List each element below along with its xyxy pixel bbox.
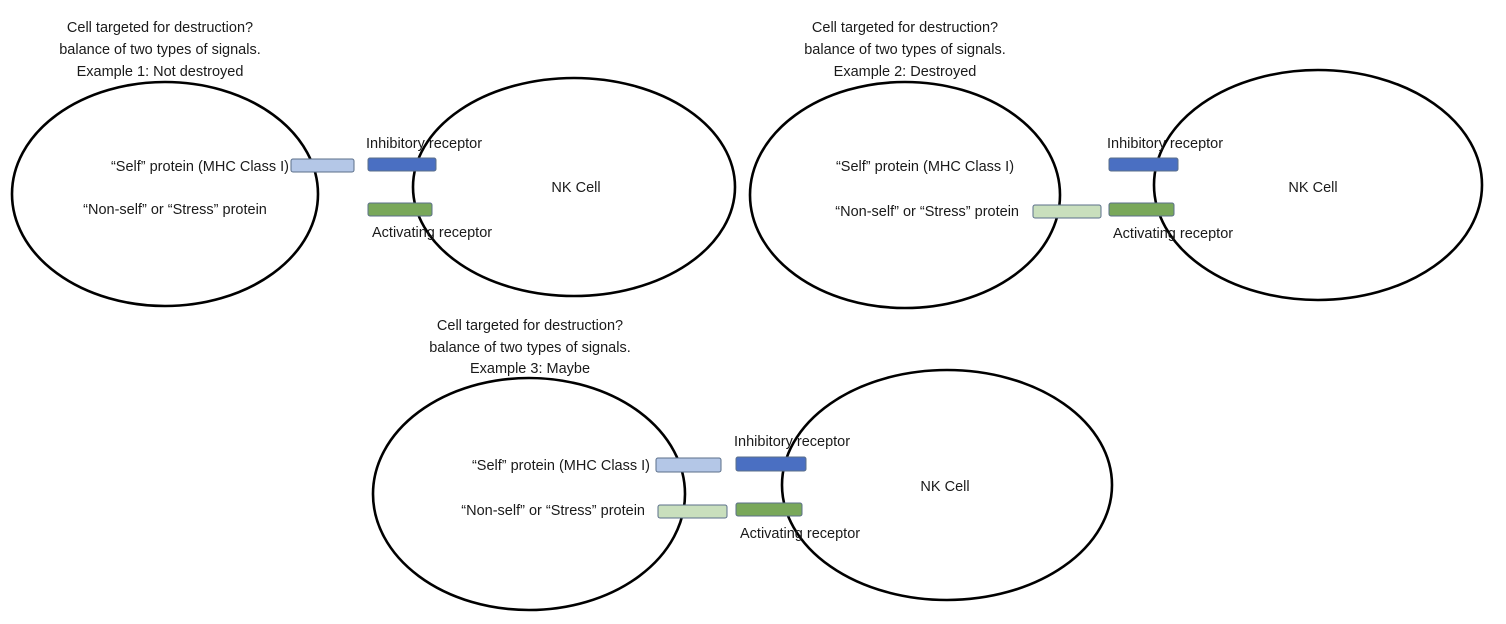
target-cell bbox=[748, 80, 1062, 310]
nonself-protein-bar bbox=[657, 504, 728, 519]
example-2-title-line-1: Cell targeted for destruction? bbox=[812, 20, 998, 36]
example-1-title-line-2: balance of two types of signals. bbox=[59, 42, 261, 58]
self-protein-bar bbox=[655, 457, 722, 473]
nonself-protein-bar bbox=[1032, 204, 1102, 219]
example-1-title-line-1: Cell targeted for destruction? bbox=[67, 20, 253, 36]
example-3-title-line-3: Example 3: Maybe bbox=[470, 361, 590, 377]
activating-receptor-bar bbox=[367, 202, 433, 217]
example-2-title-line-2: balance of two types of signals. bbox=[804, 42, 1006, 58]
target-cell bbox=[10, 80, 320, 308]
activating-receptor-label: Activating receptor bbox=[1113, 226, 1233, 242]
nk-cell bbox=[1152, 68, 1484, 302]
nonself-protein-label: “Non-self” or “Stress” protein bbox=[83, 202, 267, 218]
inhibitory-receptor-bar bbox=[735, 456, 807, 472]
self-protein-bar bbox=[290, 158, 355, 173]
nk-cell-label: NK Cell bbox=[920, 479, 969, 495]
nk-cell-label: NK Cell bbox=[551, 180, 600, 196]
example-3-title-line-2: balance of two types of signals. bbox=[429, 340, 631, 356]
nk-cell bbox=[780, 368, 1114, 602]
activating-receptor-bar bbox=[735, 502, 803, 517]
inhibitory-receptor-label: Inhibitory receptor bbox=[1107, 136, 1223, 152]
nk-cell-label: NK Cell bbox=[1288, 180, 1337, 196]
self-protein-label: “Self” protein (MHC Class I) bbox=[836, 159, 1014, 175]
example-3-title-line-1: Cell targeted for destruction? bbox=[437, 318, 623, 334]
example-2-title-line-3: Example 2: Destroyed bbox=[834, 64, 977, 80]
inhibitory-receptor-bar bbox=[1108, 157, 1179, 172]
example-3: Cell targeted for destruction? balance o… bbox=[371, 318, 1114, 612]
activating-receptor-label: Activating receptor bbox=[740, 526, 860, 542]
nk-cell bbox=[411, 76, 737, 298]
nonself-protein-label: “Non-self” or “Stress” protein bbox=[835, 204, 1019, 220]
self-protein-label: “Self” protein (MHC Class I) bbox=[111, 159, 289, 175]
example-1-title-line-3: Example 1: Not destroyed bbox=[77, 64, 244, 80]
inhibitory-receptor-label: Inhibitory receptor bbox=[734, 434, 850, 450]
inhibitory-receptor-label: Inhibitory receptor bbox=[366, 136, 482, 152]
example-2: Cell targeted for destruction? balance o… bbox=[748, 20, 1484, 310]
self-protein-label: “Self” protein (MHC Class I) bbox=[472, 458, 650, 474]
activating-receptor-label: Activating receptor bbox=[372, 225, 492, 241]
inhibitory-receptor-bar bbox=[367, 157, 437, 172]
example-1: Cell targeted for destruction? balance o… bbox=[10, 20, 737, 308]
nonself-protein-label: “Non-self” or “Stress” protein bbox=[461, 503, 645, 519]
target-cell bbox=[371, 376, 687, 612]
activating-receptor-bar bbox=[1108, 202, 1175, 217]
